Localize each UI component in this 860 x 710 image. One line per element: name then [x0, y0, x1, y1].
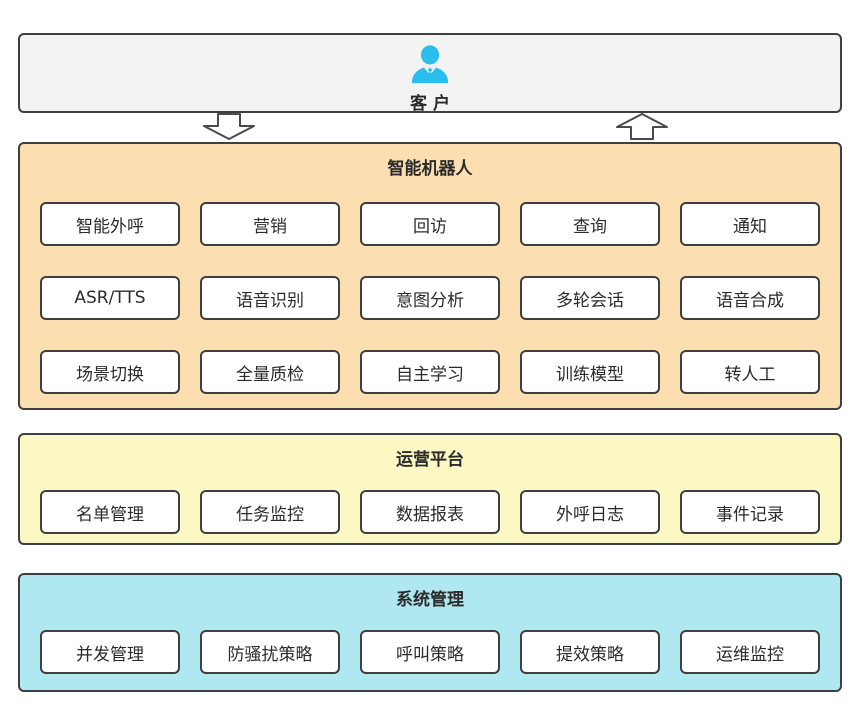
customer-label: 客户: [410, 94, 456, 114]
diagram-node: 呼叫策略: [360, 630, 500, 674]
diagram-node: 语音合成: [680, 276, 820, 320]
diagram-node: 回访: [360, 202, 500, 246]
diagram-node: 运维监控: [680, 630, 820, 674]
node-row: 智能外呼 营销 回访 查询 通知: [20, 202, 840, 246]
section-title: 智能机器人: [387, 159, 473, 179]
arrow-down-icon: [203, 113, 255, 140]
section-operations-platform: 运营平台 名单管理 任务监控 数据报表 外呼日志 事件记录: [18, 433, 842, 545]
diagram-node: 自主学习: [360, 350, 500, 394]
diagram-node: 提效策略: [520, 630, 660, 674]
section-title: 运营平台: [396, 450, 464, 470]
node-row: 并发管理 防骚扰策略 呼叫策略 提效策略 运维监控: [20, 630, 840, 674]
section-system-management: 系统管理 并发管理 防骚扰策略 呼叫策略 提效策略 运维监控: [18, 573, 842, 692]
diagram-node: 营销: [200, 202, 340, 246]
diagram-node: 并发管理: [40, 630, 180, 674]
diagram-node: 查询: [520, 202, 660, 246]
diagram-node: 转人工: [680, 350, 820, 394]
diagram-node: 语音识别: [200, 276, 340, 320]
diagram-node: ASR/TTS: [40, 276, 180, 320]
diagram-node: 智能外呼: [40, 202, 180, 246]
node-row: 场景切换 全量质检 自主学习 训练模型 转人工: [20, 350, 840, 394]
diagram-node: 全量质检: [200, 350, 340, 394]
section-title: 系统管理: [396, 590, 464, 610]
diagram-node: 通知: [680, 202, 820, 246]
diagram-node: 场景切换: [40, 350, 180, 394]
diagram-node: 训练模型: [520, 350, 660, 394]
person-icon: [409, 44, 451, 88]
diagram-node: 意图分析: [360, 276, 500, 320]
diagram-node: 数据报表: [360, 490, 500, 534]
diagram-node: 名单管理: [40, 490, 180, 534]
diagram-node: 防骚扰策略: [200, 630, 340, 674]
diagram-node: 多轮会话: [520, 276, 660, 320]
customer-box: 客户: [18, 33, 842, 114]
diagram-node: 事件记录: [680, 490, 820, 534]
diagram-node: 外呼日志: [520, 490, 660, 534]
section-robot: 智能机器人 智能外呼 营销 回访 查询 通知 ASR/TTS 语音识别 意图分析…: [18, 142, 842, 410]
node-row: ASR/TTS 语音识别 意图分析 多轮会话 语音合成: [20, 276, 840, 320]
diagram-node: 任务监控: [200, 490, 340, 534]
node-row: 名单管理 任务监控 数据报表 外呼日志 事件记录: [20, 490, 840, 534]
arrow-up-icon: [616, 113, 668, 140]
